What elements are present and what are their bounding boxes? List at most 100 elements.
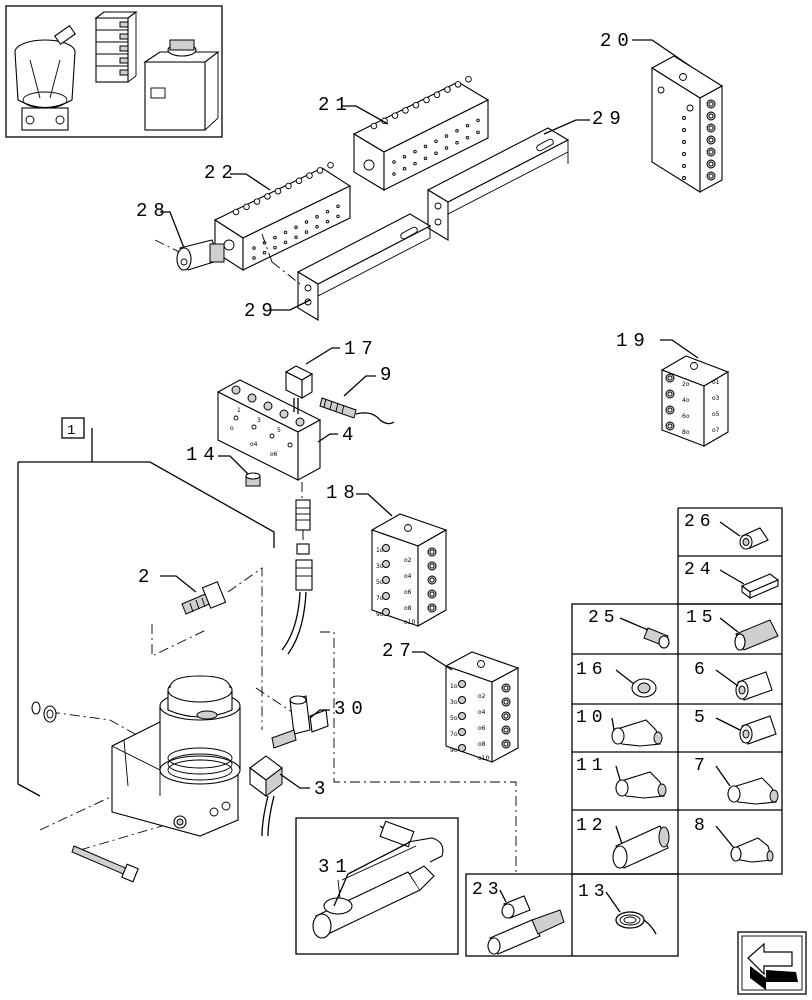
port-hole xyxy=(682,152,686,156)
feed-line xyxy=(281,482,313,655)
grid-label-10: 10 xyxy=(576,708,608,728)
part-15[interactable] xyxy=(734,619,779,651)
grid-label-24: 24 xyxy=(684,560,716,580)
long-bolt[interactable] xyxy=(71,845,139,883)
grease-pump[interactable] xyxy=(111,675,241,837)
part-26[interactable] xyxy=(739,527,769,550)
grid-label-25: 25 xyxy=(588,608,620,628)
part-24[interactable] xyxy=(740,573,780,600)
part-13[interactable] xyxy=(615,911,657,935)
svg-text:o6: o6 xyxy=(404,589,412,596)
svg-text:o3: o3 xyxy=(712,395,720,402)
port-hole xyxy=(370,122,378,130)
next-page-arrow-icon[interactable] xyxy=(737,931,807,995)
port-hole xyxy=(304,230,309,234)
port-hole xyxy=(391,112,399,119)
port-hole xyxy=(667,407,673,413)
overview-thumbnail xyxy=(5,5,223,138)
distributor-block-20[interactable] xyxy=(650,55,724,193)
washers[interactable] xyxy=(31,701,57,723)
distributor-block-22[interactable] xyxy=(213,161,352,272)
port-hole xyxy=(429,577,435,583)
svg-text:9o: 9o xyxy=(450,747,458,754)
port-hole xyxy=(287,442,293,448)
part-25[interactable] xyxy=(643,627,670,649)
grid-label-26: 26 xyxy=(684,512,716,532)
port-hole xyxy=(392,160,396,164)
part-10[interactable] xyxy=(611,719,663,747)
callout-29-upper: 29 xyxy=(592,108,627,130)
port-hole xyxy=(434,139,438,143)
port-hole xyxy=(382,592,390,600)
part-11[interactable] xyxy=(615,771,667,799)
port-hole xyxy=(429,591,435,597)
svg-text:3o: 3o xyxy=(376,563,384,570)
port-hole xyxy=(458,712,466,720)
part-16[interactable] xyxy=(631,678,657,698)
svg-text:o4: o4 xyxy=(250,441,258,448)
distributor-block-21[interactable] xyxy=(352,75,490,191)
port-hole xyxy=(708,149,714,155)
port-hole xyxy=(465,135,470,140)
part-7[interactable] xyxy=(727,777,779,805)
port-hole xyxy=(708,173,714,179)
part-6[interactable] xyxy=(735,671,773,701)
port-hole xyxy=(402,155,407,159)
svg-text:4o: 4o xyxy=(682,397,690,404)
port-hole xyxy=(503,685,509,691)
svg-text:o8: o8 xyxy=(404,605,412,612)
sensor-17[interactable] xyxy=(284,365,314,414)
port-hole xyxy=(708,161,714,167)
svg-text:2o: 2o xyxy=(682,381,690,388)
callout-17: 17 xyxy=(344,338,379,360)
port-hole xyxy=(336,214,340,219)
connector-3[interactable] xyxy=(249,755,283,837)
part-12[interactable] xyxy=(612,825,670,869)
bracket-29-lower[interactable] xyxy=(261,213,432,321)
port-hole xyxy=(269,433,275,439)
grid-label-23: 23 xyxy=(472,880,504,900)
svg-text:o4: o4 xyxy=(478,709,486,716)
svg-text:o2: o2 xyxy=(404,557,412,564)
port-hole xyxy=(503,699,509,705)
callout-labels: 20 21 29 22 28 29 17 9 4 14 19 18 1 2 27… xyxy=(67,30,645,878)
port-hole xyxy=(503,741,509,747)
svg-text:5o: 5o xyxy=(450,715,458,722)
port-hole xyxy=(708,101,714,107)
port-hole xyxy=(382,544,390,552)
part-5[interactable] xyxy=(739,715,777,745)
sensor-cable-9[interactable] xyxy=(319,397,395,425)
plug-14[interactable] xyxy=(245,472,261,487)
port-hole xyxy=(433,91,441,99)
svg-text:7o: 7o xyxy=(450,731,458,738)
svg-text:o2: o2 xyxy=(478,693,486,700)
svg-text:o10: o10 xyxy=(404,619,415,626)
port-hole xyxy=(247,393,257,403)
port-hole xyxy=(306,172,313,179)
kit-31-box[interactable] xyxy=(295,817,459,955)
fitting-28[interactable] xyxy=(154,239,225,271)
fitting-30[interactable] xyxy=(271,695,329,749)
callout-1: 1 xyxy=(67,423,80,439)
distributor-block-18[interactable] xyxy=(370,513,448,627)
distributor-block-19[interactable] xyxy=(660,355,730,447)
port-hole xyxy=(232,208,240,216)
port-hole xyxy=(295,417,305,427)
distributor-block-27[interactable] xyxy=(444,651,520,763)
callout-18: 18 xyxy=(326,482,361,504)
svg-text:1o: 1o xyxy=(450,683,458,690)
bolt-2[interactable] xyxy=(181,581,227,615)
grid-label-7: 7 xyxy=(694,756,710,776)
part-23[interactable] xyxy=(487,895,565,955)
callout-30: 30 xyxy=(334,698,369,720)
port-hole xyxy=(444,86,451,93)
bracket-29-upper[interactable] xyxy=(426,127,570,241)
port-hole xyxy=(231,385,241,395)
port-hole xyxy=(682,116,686,120)
part-8[interactable] xyxy=(730,837,774,863)
port-hole xyxy=(243,203,250,211)
port-hole xyxy=(682,128,686,132)
port-hole xyxy=(708,137,714,143)
port-hole xyxy=(283,230,288,235)
